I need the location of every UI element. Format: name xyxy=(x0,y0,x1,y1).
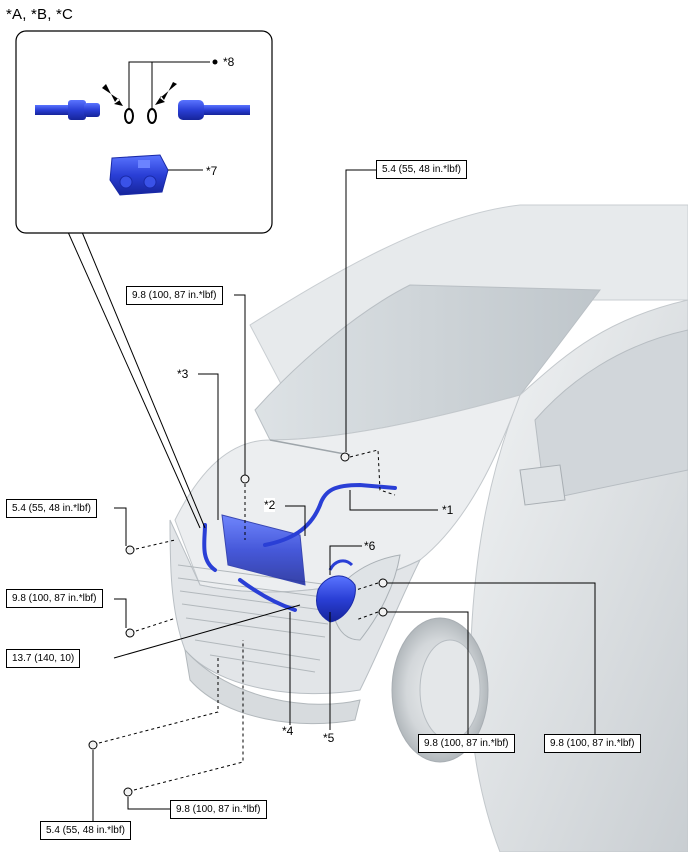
torque-right-a: 9.8 (100, 87 in.*lbf) xyxy=(544,734,641,753)
pipe-right xyxy=(188,105,250,115)
dot-marker xyxy=(212,59,218,65)
pipe-left-fitting xyxy=(68,100,86,120)
torque-bottom-left: 5.4 (55, 48 in.*lbf) xyxy=(40,821,131,840)
liquid-pipe xyxy=(202,523,217,572)
bolt-paths xyxy=(98,449,396,791)
pipe-left xyxy=(35,105,75,115)
arrow-left-icon xyxy=(102,84,123,106)
torque-top-nut: 9.8 (100, 87 in.*lbf) xyxy=(126,286,223,305)
leader-lines xyxy=(67,169,596,821)
page-title: *A, *B, *C xyxy=(6,6,74,23)
condenser xyxy=(221,514,306,586)
hose xyxy=(328,559,354,571)
callout-5: *5 xyxy=(323,731,335,745)
highlighted-parts xyxy=(202,482,397,623)
callout-3: *3 xyxy=(177,367,189,381)
callout-2: *2 xyxy=(264,498,276,512)
torque-left-mid: 9.8 (100, 87 in.*lbf) xyxy=(6,589,103,608)
callout-4: *4 xyxy=(282,724,294,738)
torque-left-upper: 5.4 (55, 48 in.*lbf) xyxy=(6,499,97,518)
torque-bottom-mid: 9.8 (100, 87 in.*lbf) xyxy=(170,800,267,819)
discharge-pipe xyxy=(263,482,397,547)
callout-8: *8 xyxy=(223,55,235,69)
compressor xyxy=(316,575,356,623)
pipe-right-fitting xyxy=(178,100,204,120)
torque-hood-bolt: 5.4 (55, 48 in.*lbf) xyxy=(376,160,467,179)
suction-pipe xyxy=(238,578,297,612)
torque-left-low: 13.7 (140, 10) xyxy=(6,649,81,668)
block-joint xyxy=(109,154,169,196)
arrow-right-icon xyxy=(155,82,177,105)
detail-inset xyxy=(15,30,273,234)
torque-right-b: 9.8 (100, 87 in.*lbf) xyxy=(418,734,515,753)
callout-1: *1 xyxy=(442,503,454,517)
callout-6: *6 xyxy=(364,539,376,553)
callout-7: *7 xyxy=(206,164,218,178)
bolts xyxy=(88,452,388,797)
